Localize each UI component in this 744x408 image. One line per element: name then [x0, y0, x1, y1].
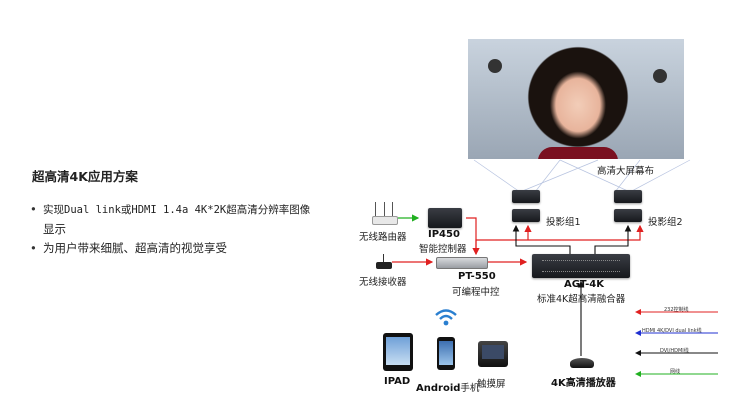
ip450-desc-label: 智能控制器	[419, 244, 467, 255]
feature-text: 为用户带来细腻、超高清的视觉享受	[43, 241, 227, 255]
pt550-model-label: PT-550	[458, 271, 496, 282]
touchscreen-label: 触摸屏	[477, 379, 506, 390]
legend-hdmi-4k: HDMI 4K/DVI dual link线	[642, 328, 702, 334]
projector-group-1-label: 投影组1	[546, 217, 581, 228]
legend-dvi-hdmi: DVI/HDMI线	[660, 348, 689, 354]
projector-group-2-label: 投影组2	[648, 217, 683, 228]
router-icon	[372, 202, 398, 225]
phone-label: 手机	[460, 383, 480, 394]
feature-item: 实现Dual link或HDMI 1.4a 4K*2K超高清分辨率图像 显示	[30, 200, 330, 239]
ip450-device-icon	[428, 208, 462, 228]
agt4k-desc-label: 标准4K超高清融合器	[537, 294, 626, 305]
screen-label: 高清大屏幕布	[597, 166, 655, 177]
projector-icon	[512, 190, 540, 203]
ipad-label: IPAD	[384, 376, 411, 387]
android-phone-label: Android手机	[416, 376, 479, 395]
projector-icon	[614, 209, 642, 222]
wireless-receiver-label: 无线接收器	[359, 277, 407, 288]
feature-item: 为用户带来细腻、超高清的视觉享受	[30, 239, 330, 258]
pt550-device-icon	[436, 257, 488, 269]
legend-rs232: 232控制线	[664, 307, 689, 313]
projection-screen-image	[468, 39, 684, 159]
wireless-router-label: 无线路由器	[359, 232, 407, 243]
agt4k-device-icon	[532, 254, 630, 278]
agt4k-model-label: AGT-4K	[564, 279, 604, 290]
wireless-receiver-icon	[376, 254, 392, 270]
pt550-desc-label: 可编程中控	[452, 287, 500, 298]
page-heading: 超高清4K应用方案	[32, 169, 138, 184]
projector-icon	[614, 190, 642, 203]
wifi-icon	[435, 309, 457, 326]
feature-list: 实现Dual link或HDMI 1.4a 4K*2K超高清分辨率图像 显示 为…	[30, 200, 330, 258]
ip450-model-label: IP450	[428, 229, 460, 240]
feature-text: 实现Dual link或HDMI 1.4a 4K*2K超高清分辨率图像	[43, 204, 311, 216]
4k-player-icon	[570, 358, 594, 368]
touchscreen-icon	[478, 341, 508, 367]
android-phone-icon	[437, 337, 455, 370]
ipad-icon	[383, 333, 413, 371]
legend-network: 网线	[670, 369, 681, 375]
projector-icon	[512, 209, 540, 222]
4k-player-label: 4K高清播放器	[551, 378, 616, 389]
android-label: Android	[416, 383, 461, 394]
feature-text-cont: 显示	[43, 222, 66, 236]
